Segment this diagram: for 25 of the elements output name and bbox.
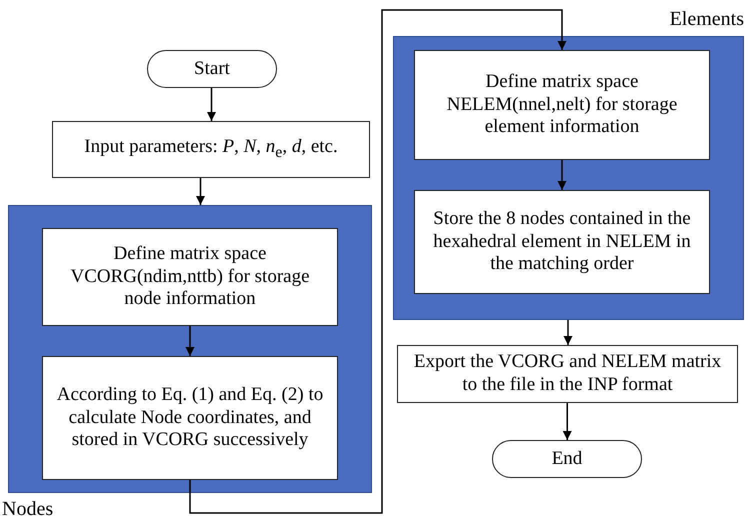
box-text: Store the 8 nodes contained in the hexahedral element in NELEM in the matching order bbox=[432, 208, 692, 276]
box-text: According to Eq. (1) and Eq. (2) to calculate Node coordinates, and stored in VCORG successively bbox=[56, 384, 324, 452]
box-text: End bbox=[552, 448, 582, 470]
process-box bbox=[42, 356, 338, 480]
process-box bbox=[42, 228, 338, 326]
terminal-box bbox=[147, 50, 277, 88]
arrow bbox=[196, 178, 205, 205]
terminal-box bbox=[492, 440, 642, 478]
group-label: Elements bbox=[668, 7, 744, 32]
process-box bbox=[414, 190, 710, 294]
box-text: Define matrix space VCORG(ndim,nttb) for storage node information bbox=[69, 242, 311, 312]
process-box bbox=[414, 50, 710, 160]
box-text: Input parameters: P, N, n$_{e}$, d, etc. bbox=[84, 136, 338, 163]
arrow bbox=[562, 403, 572, 440]
arrow bbox=[564, 320, 572, 345]
process-box bbox=[397, 345, 738, 403]
process-box bbox=[52, 121, 370, 178]
box-text: Start bbox=[194, 58, 230, 80]
arrow bbox=[186, 326, 194, 356]
group-label: Nodes bbox=[2, 497, 54, 522]
arrow bbox=[207, 88, 216, 121]
arrow bbox=[558, 160, 566, 190]
box-text: Define matrix space NELEM(nnel,nelt) for storage element information bbox=[446, 70, 678, 140]
arrow bbox=[189, 9, 566, 514]
box-text: Export the VCORG and NELEM matrix to the file in the INP format bbox=[412, 351, 722, 397]
